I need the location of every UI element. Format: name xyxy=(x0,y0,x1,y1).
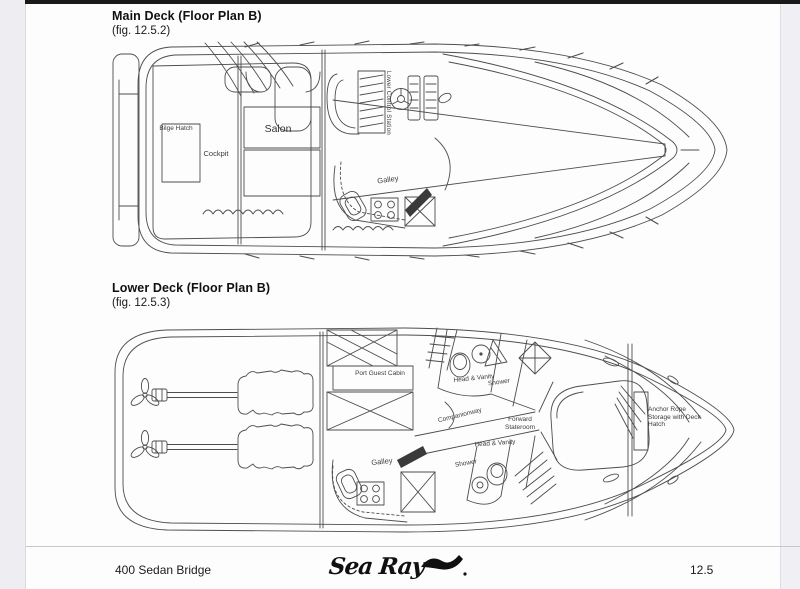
lower-control-station-label: Lower Control Station xyxy=(385,71,392,135)
stateroom-steps-fan xyxy=(514,451,557,505)
swim-platform xyxy=(112,53,140,247)
flybridge-ladder xyxy=(204,41,294,97)
toilet-icon xyxy=(486,462,508,486)
sea-ray-logo: Sea Ray xyxy=(328,553,467,580)
anchor-storage-label: Anchor Rope Storage with Deck Hatch xyxy=(648,406,701,429)
left-margin-stripe xyxy=(0,0,26,589)
engine-room-bulkhead xyxy=(319,331,324,529)
port-guest-cabin-label: Port Guest Cabin xyxy=(355,370,405,377)
cockpit-label: Cockpit xyxy=(203,149,229,158)
port-propulsion xyxy=(128,369,314,416)
deck-hatch-outline xyxy=(633,391,649,451)
steps-wedge xyxy=(397,446,427,468)
footer-page-number: 12.5 xyxy=(690,563,714,577)
hull-outline xyxy=(114,327,735,533)
sink-basin-icon xyxy=(471,476,489,494)
starboard-propulsion xyxy=(128,423,314,470)
stove-icon xyxy=(370,197,399,222)
engine-icon xyxy=(237,423,314,470)
stove-icon xyxy=(356,481,385,506)
engine-icon xyxy=(237,369,314,416)
right-margin-stripe xyxy=(780,0,800,589)
footer-model-name: 400 Sedan Bridge xyxy=(115,563,212,577)
main-deck-drawing xyxy=(112,40,728,261)
lower-deck-drawing xyxy=(114,327,735,533)
head-starboard-fixtures xyxy=(471,462,508,494)
rail-stanchion-ticks xyxy=(244,40,659,261)
brand-wordmark: Sea Ray xyxy=(328,553,428,580)
footer-divider xyxy=(26,546,800,547)
forward-stateroom-label: Forward Stateroom xyxy=(505,416,535,431)
island-berth xyxy=(550,380,650,471)
toilet-icon xyxy=(449,352,471,378)
lower-deck-title: Lower Deck (Floor Plan B) xyxy=(112,281,271,295)
hull-outline xyxy=(137,43,728,257)
bulkhead-lines xyxy=(237,49,326,251)
main-deck-title: Main Deck (Floor Plan B) xyxy=(112,9,262,23)
top-border-bar xyxy=(25,0,800,4)
companionway-steps-wedge xyxy=(405,188,432,217)
deck-hatch-crossed xyxy=(400,471,436,513)
head-port-fixtures xyxy=(449,339,508,378)
overhead-hatch-diamond xyxy=(518,341,552,375)
lower-deck-fig: (fig. 12.5.3) xyxy=(112,297,171,309)
sink-icon xyxy=(339,190,367,222)
port-guest-cabin-berths xyxy=(326,329,414,431)
windshield-foredeck xyxy=(332,53,700,247)
lower-galley xyxy=(331,446,436,523)
cockpit-area xyxy=(152,62,312,240)
salon-furniture xyxy=(243,71,321,197)
bilge-hatch-outline xyxy=(161,123,201,183)
interior-partitions xyxy=(414,329,558,505)
main-deck-fig: (fig. 12.5.2) xyxy=(112,25,171,37)
companionway-stairs xyxy=(425,327,458,371)
salon-label: Salon xyxy=(264,123,292,135)
bow-structure xyxy=(584,339,702,521)
wave-swoosh-icon xyxy=(421,555,463,570)
galley-area xyxy=(332,137,451,231)
bilge-hatch-label: Bilge Hatch xyxy=(159,125,193,132)
sink-icon xyxy=(335,468,363,500)
shower-drain-icon xyxy=(471,344,491,364)
